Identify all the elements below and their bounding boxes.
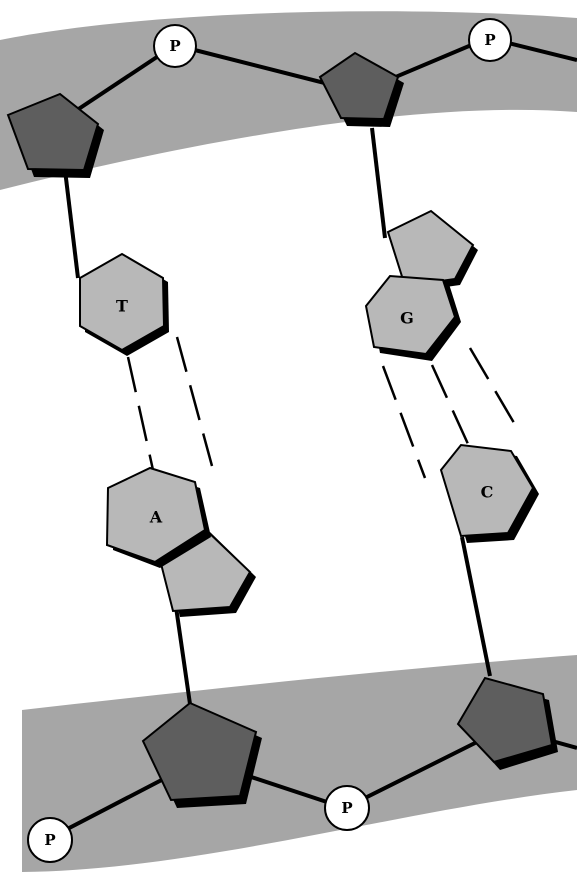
svg-text:P: P xyxy=(341,799,352,817)
phosphate-bottom-2: P xyxy=(28,818,72,862)
phosphate-top-2: P xyxy=(469,19,511,61)
svg-text:P: P xyxy=(484,31,495,49)
phosphate-bottom-1: P xyxy=(325,786,369,830)
base-label-t: T xyxy=(116,297,128,316)
svg-text:P: P xyxy=(44,831,55,849)
phosphate-top-1: P xyxy=(154,25,196,67)
base-label-a: A xyxy=(149,508,163,527)
svg-text:P: P xyxy=(169,37,180,55)
base-label-c: C xyxy=(481,483,494,502)
base-label-g: G xyxy=(400,309,414,328)
